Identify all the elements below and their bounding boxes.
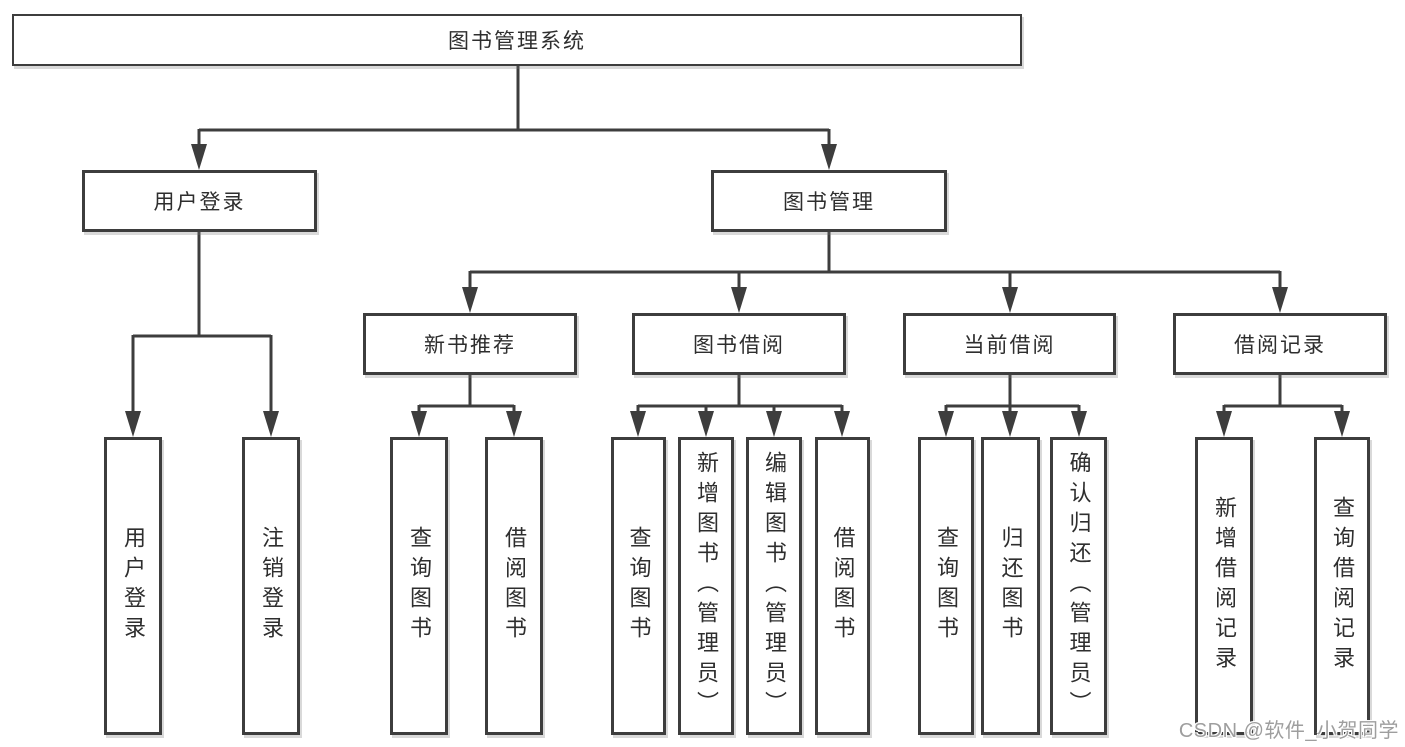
leaf-logout-label: 注销登录 (259, 526, 284, 646)
node-book-borrowing: 图书借阅 (632, 313, 846, 375)
node-system-root: 图书管理系统 (12, 14, 1022, 66)
leaf-query-books-borrowing-label: 查询图书 (626, 526, 652, 646)
leaf-edit-book-admin: 编辑图书（管理员） (746, 437, 802, 735)
node-new-book-recommend-label: 新书推荐 (424, 334, 516, 357)
leaf-return-book: 归还图书 (981, 437, 1040, 735)
node-book-borrowing-label: 图书借阅 (693, 334, 785, 357)
arrowheads (125, 144, 1350, 437)
node-system-root-label: 图书管理系统 (448, 30, 586, 53)
leaf-borrow-books-recommend-label: 借阅图书 (502, 526, 527, 646)
leaf-query-borrow-record: 查询借阅记录 (1314, 437, 1370, 735)
leaf-query-books-recommend-label: 查询图书 (407, 526, 432, 646)
node-current-borrowing: 当前借阅 (903, 313, 1116, 375)
leaf-add-book-admin: 新增图书（管理员） (678, 437, 734, 735)
leaf-logout: 注销登录 (242, 437, 300, 735)
leaf-return-book-label: 归还图书 (998, 526, 1024, 646)
leaf-user-login-label: 用户登录 (121, 526, 146, 646)
node-new-book-recommend: 新书推荐 (363, 313, 577, 375)
leaf-add-borrow-record-label: 新增借阅记录 (1212, 496, 1237, 676)
leaf-query-books-current: 查询图书 (918, 437, 974, 735)
node-user-login-label: 用户登录 (153, 191, 246, 214)
node-book-management: 图书管理 (711, 170, 947, 232)
leaf-borrow-books-recommend: 借阅图书 (485, 437, 543, 735)
leaf-borrow-books-label: 借阅图书 (830, 526, 856, 646)
leaf-user-login: 用户登录 (104, 437, 162, 735)
tree-edges (131, 66, 1344, 415)
leaf-query-borrow-record-label: 查询借阅记录 (1330, 496, 1355, 676)
node-borrow-records: 借阅记录 (1173, 313, 1387, 375)
csdn-watermark: CSDN @软件_小贺同学 (1178, 720, 1399, 742)
node-current-borrowing-label: 当前借阅 (963, 334, 1056, 357)
leaf-query-books-current-label: 查询图书 (934, 526, 959, 646)
node-book-management-label: 图书管理 (783, 191, 875, 214)
leaf-edit-book-admin-label: 编辑图书（管理员） (762, 451, 787, 721)
leaf-add-borrow-record: 新增借阅记录 (1195, 437, 1253, 735)
leaf-query-books-borrowing: 查询图书 (611, 437, 666, 735)
leaf-confirm-return-admin: 确认归还（管理员） (1050, 437, 1107, 735)
leaf-add-book-admin-label: 新增图书（管理员） (694, 451, 719, 721)
node-user-login: 用户登录 (82, 170, 317, 232)
leaf-borrow-books: 借阅图书 (815, 437, 870, 735)
leaf-query-books-recommend: 查询图书 (390, 437, 448, 735)
node-borrow-records-label: 借阅记录 (1234, 334, 1326, 357)
leaf-confirm-return-admin-label: 确认归还（管理员） (1066, 451, 1092, 721)
